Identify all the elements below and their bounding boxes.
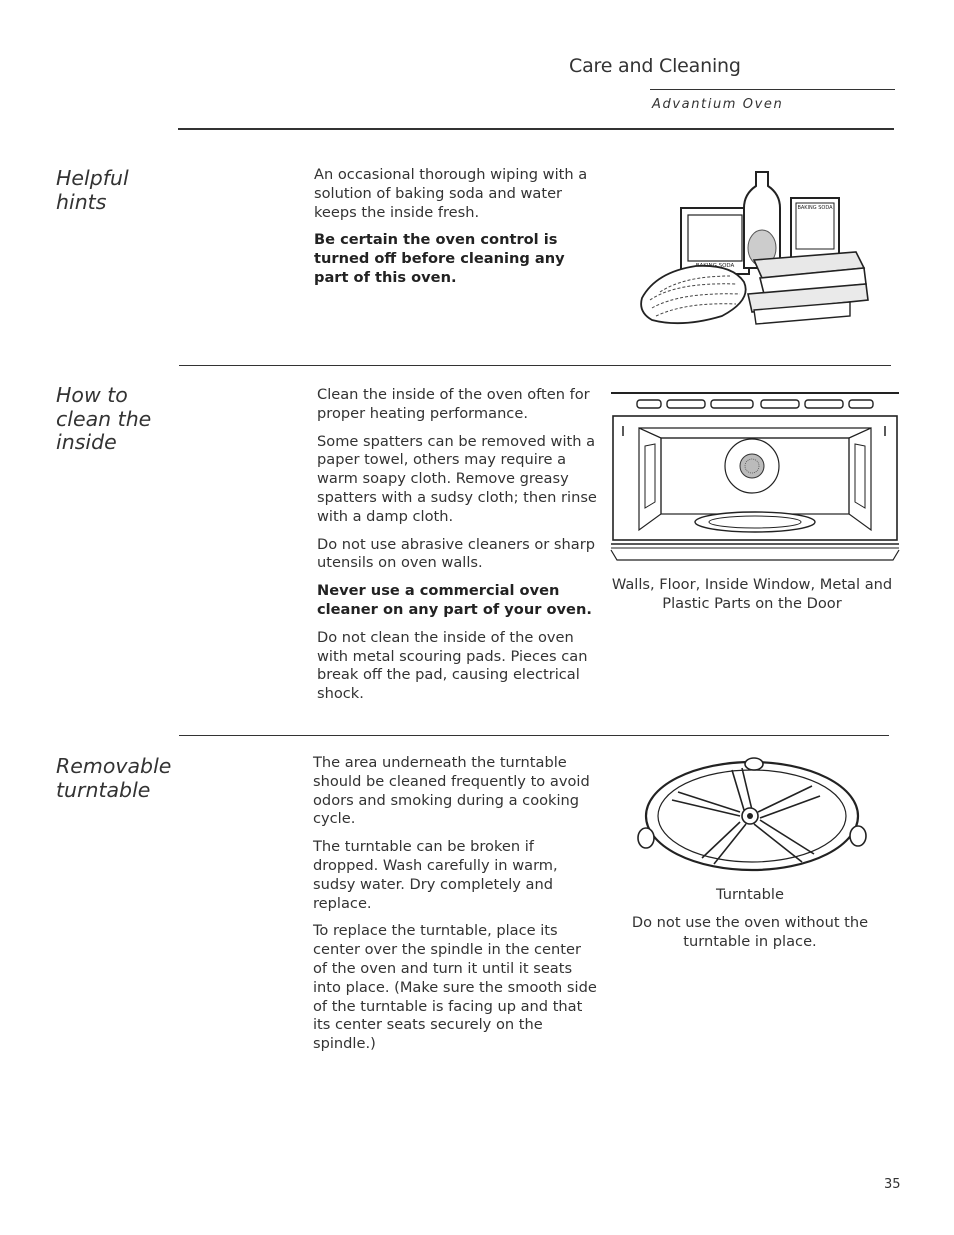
- turntable-paragraph: The area underneath the turntable should…: [313, 754, 590, 828]
- turntable-caption-label: Turntable: [716, 886, 784, 903]
- turntable-paragraph: To replace the turntable, place its cent…: [313, 922, 597, 1053]
- how-to-clean-paragraph: Do not use abrasive cleaners or sharp ut…: [317, 535, 595, 572]
- section-title-helpful-hints: Helpful hints: [56, 166, 129, 214]
- turntable-caption: Turntable Do not use the oven without th…: [626, 886, 874, 960]
- box-label-right: BAKING SODA: [797, 205, 833, 211]
- oven-interior-caption: Walls, Floor, Inside Window, Metal and P…: [611, 576, 893, 612]
- cleaning-supplies-illustration: BAKING SODA BAKING SODA: [636, 168, 876, 328]
- section-title-how-to-clean: How to clean the inside: [56, 383, 152, 454]
- section-divider: [179, 365, 891, 366]
- helpful-hints-paragraph: An occasional thorough wiping with a sol…: [314, 166, 588, 221]
- page-number: 35: [884, 1177, 901, 1192]
- how-to-clean-body: Clean the inside of the oven often for p…: [317, 386, 597, 713]
- section-divider: [179, 735, 889, 736]
- section-title-removable-turntable: Removable turntable: [56, 754, 172, 802]
- turntable-paragraph: The turntable can be broken if dropped. …: [313, 838, 558, 912]
- helpful-hints-body: An occasional thorough wiping with a sol…: [314, 166, 597, 297]
- top-divider: [178, 128, 894, 130]
- turntable-body: The area underneath the turntable should…: [313, 754, 599, 1063]
- how-to-clean-paragraph: Clean the inside of the oven often for p…: [317, 386, 590, 422]
- helpful-hints-paragraph: Be certain the oven control is turned of…: [314, 231, 565, 286]
- how-to-clean-paragraph: Do not clean the inside of the oven with…: [317, 628, 588, 703]
- header-divider: [650, 89, 895, 90]
- page-subtitle: Advantium Oven: [652, 97, 784, 112]
- turntable-caption-note: Do not use the oven without the turntabl…: [631, 913, 869, 950]
- turntable-illustration: [636, 756, 868, 880]
- how-to-clean-paragraph: Some spatters can be removed with a pape…: [317, 432, 597, 525]
- oven-interior-illustration: [609, 390, 901, 570]
- page-title: Care and Cleaning: [569, 55, 741, 77]
- how-to-clean-paragraph: Never use a commercial oven cleaner on a…: [317, 582, 592, 618]
